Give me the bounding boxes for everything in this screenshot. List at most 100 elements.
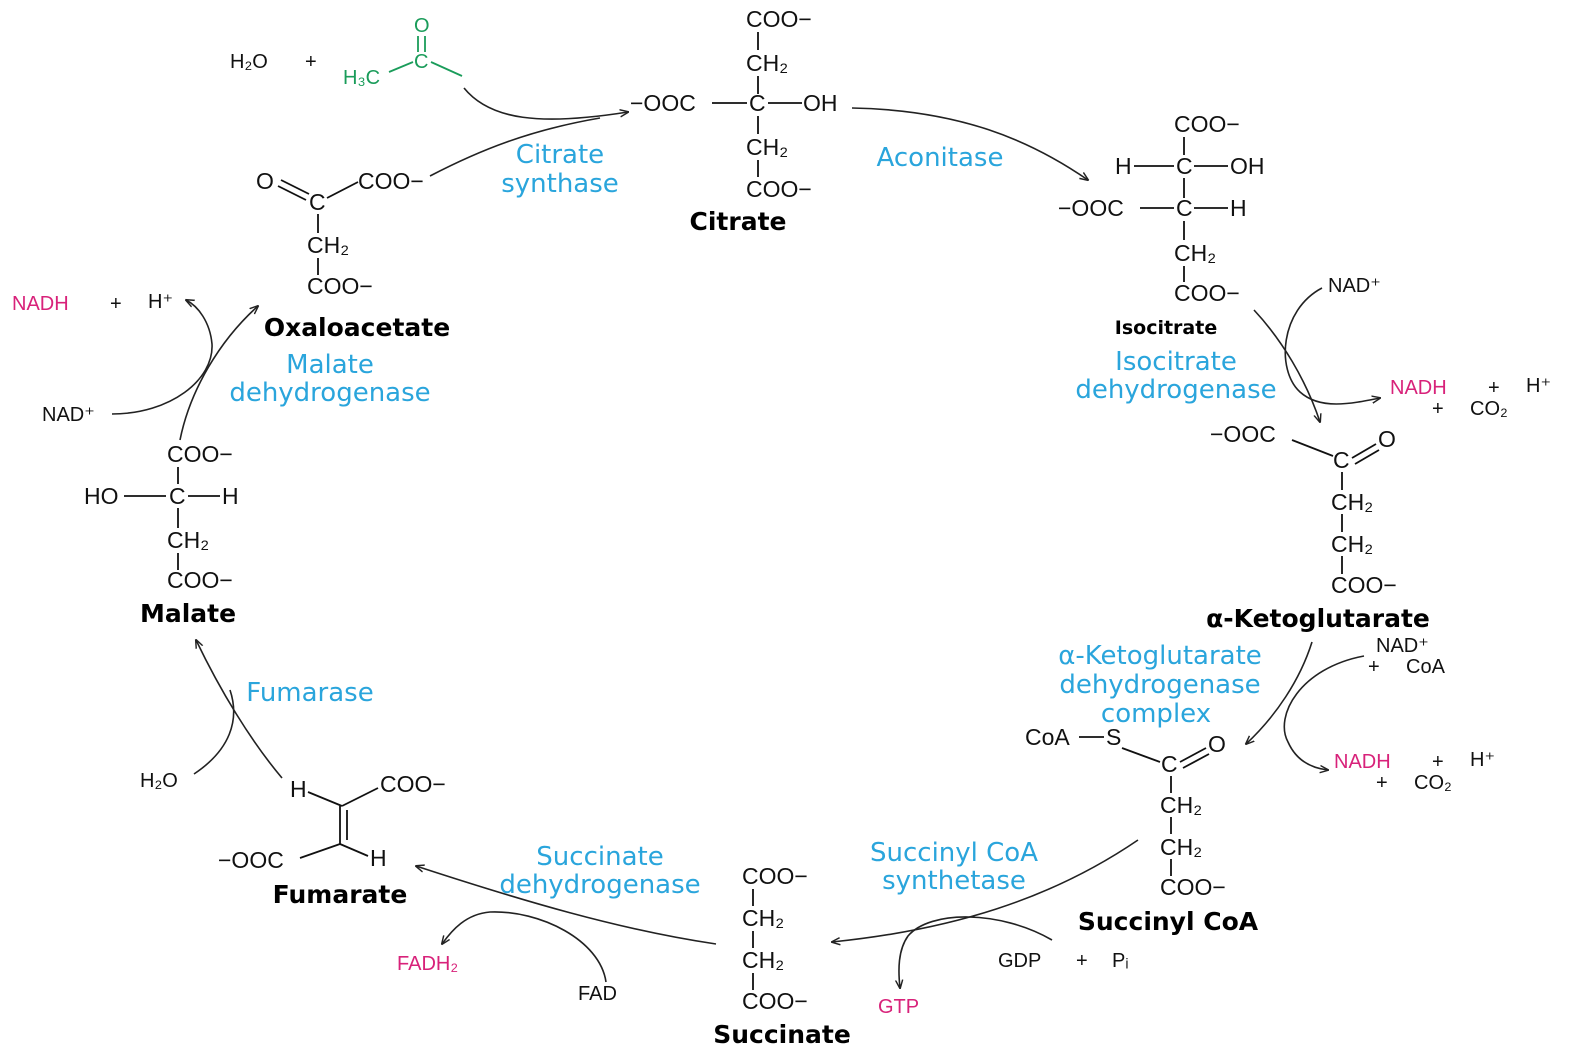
enzyme-akg-dehydrogenase-line2: dehydrogenase xyxy=(1059,670,1260,700)
fumarate-bond xyxy=(341,787,379,807)
succinyl-coa-sulfur: S xyxy=(1106,724,1121,750)
enzyme-malate-dehydrogenase-line2: dehydrogenase xyxy=(229,378,430,408)
proton-idh: H⁺ xyxy=(1526,375,1551,397)
malate-structure: COO− HO C H CH₂ COO− Malate xyxy=(84,441,239,628)
akg-bond xyxy=(1291,439,1334,457)
fumarate-ooc-left: −OOC xyxy=(218,847,284,873)
malate-ch2: CH₂ xyxy=(167,527,209,553)
enzyme-succinyl-coa-synthetase-line2: synthetase xyxy=(882,866,1026,896)
enzyme-aconitase: Aconitase xyxy=(877,143,1004,173)
akg-carbonyl-a xyxy=(1351,443,1377,459)
acetyl-coa-input: H₂O + O C H₃C xyxy=(230,15,463,89)
citrate-ooc-left: −OOC xyxy=(630,90,696,116)
oxaloacetate-ch2: CH₂ xyxy=(307,232,349,258)
akg-ooc-left: −OOC xyxy=(1210,421,1276,447)
akg-ch2-b: CH₂ xyxy=(1331,531,1373,557)
malate-h: H xyxy=(222,483,239,509)
fumarate-h-top: H xyxy=(290,776,307,802)
succinyl-coa-name: Succinyl CoA xyxy=(1078,907,1259,936)
gtp-label: GTP xyxy=(878,996,919,1018)
arrow-oxaloacetate-to-citrate xyxy=(429,117,601,177)
arrow-idh-cofactor xyxy=(1284,287,1380,405)
fumarate-structure: H COO− −OOC H Fumarate xyxy=(218,771,446,909)
akg-carbonyl-b xyxy=(1354,449,1380,465)
cofactor-labels: NAD⁺ NADH + H⁺ + CO₂ NAD⁺ + CoA NADH + H… xyxy=(12,275,1551,1018)
fumarate-name: Fumarate xyxy=(273,880,408,909)
succinyl-coa-carbon: C xyxy=(1161,751,1178,777)
succinyl-coa-ch2-a: CH₂ xyxy=(1160,792,1202,818)
isocitrate-hydroxyl: OH xyxy=(1230,153,1265,179)
citrate-center-carbon: C xyxy=(749,90,766,116)
succinate-structure: COO− CH₂ CH₂ COO− Succinate xyxy=(713,863,851,1049)
acetyl-methyl: H₃C xyxy=(343,67,380,89)
akg-oxygen: O xyxy=(1378,426,1396,452)
arrow-fad-to-fadh2 xyxy=(442,911,607,983)
plus-sign: + xyxy=(1432,398,1444,420)
oxaloacetate-coo-right: COO− xyxy=(358,168,424,194)
enzyme-succinyl-coa-synthetase-line1: Succinyl CoA xyxy=(870,838,1038,868)
isocitrate-structure: COO− H C OH −OOC C H CH₂ COO− Isocitrate xyxy=(1058,111,1265,339)
oxaloacetate-carbonyl-a xyxy=(277,185,307,201)
malate-coo-bottom: COO− xyxy=(167,567,233,593)
nad-plus-mdh: NAD⁺ xyxy=(42,404,95,426)
succinyl-coa-carbonyl-b xyxy=(1182,753,1210,769)
water-label: H₂O xyxy=(230,51,268,73)
water-fumarase: H₂O xyxy=(140,770,178,792)
oxaloacetate-name: Oxaloacetate xyxy=(264,313,450,342)
fad-label: FAD xyxy=(578,983,617,1005)
arrow-fumarate-to-malate xyxy=(196,640,283,779)
arrow-succinyl-coa-to-succinate xyxy=(832,839,1139,942)
citrate-name: Citrate xyxy=(690,207,787,236)
enzyme-isocitrate-dehydrogenase-line1: Isocitrate xyxy=(1115,347,1237,377)
plus-sign: + xyxy=(1488,377,1500,399)
oxaloacetate-carbon: C xyxy=(309,189,326,215)
fumarate-bond xyxy=(299,843,341,859)
arrow-mdh-cofactor xyxy=(111,300,213,415)
nad-plus-idh: NAD⁺ xyxy=(1328,275,1381,297)
citrate-coo-bottom: COO− xyxy=(746,176,812,202)
enzyme-citrate-synthase-line1: Citrate xyxy=(516,140,604,170)
succinyl-coa-coo-bottom: COO− xyxy=(1160,874,1226,900)
succinyl-coa-carbonyl-a xyxy=(1179,747,1207,763)
enzyme-citrate-synthase-line2: synthase xyxy=(501,169,619,199)
proton-akg: H⁺ xyxy=(1470,749,1495,771)
citrate-ch2-top: CH₂ xyxy=(746,50,788,76)
isocitrate-h-right: H xyxy=(1230,195,1247,221)
citrate-hydroxyl: OH xyxy=(803,90,838,116)
succinyl-coa-bond xyxy=(1121,747,1161,763)
arrow-succinate-to-fumarate xyxy=(416,866,717,945)
fumarate-coo-right: COO− xyxy=(380,771,446,797)
proton-mdh: H⁺ xyxy=(148,291,173,313)
nad-plus-akg: NAD⁺ xyxy=(1376,635,1429,657)
isocitrate-coo-bottom: COO− xyxy=(1174,280,1240,306)
acetyl-methyl-bond xyxy=(388,61,414,73)
arrow-akg-to-succinyl-coa xyxy=(1246,641,1313,744)
succinate-coo-top: COO− xyxy=(742,863,808,889)
acetyl-coa-bond xyxy=(430,61,463,77)
arrow-malate-to-oxaloacetate xyxy=(179,306,258,441)
fadh2-label: FADH₂ xyxy=(397,953,458,975)
enzyme-akg-dehydrogenase-line1: α-Ketoglutarate xyxy=(1058,641,1262,671)
enzyme-labels: Citrate synthase Aconitase Isocitrate de… xyxy=(229,140,1276,900)
fumarate-bond xyxy=(339,843,369,857)
acetyl-carbon: C xyxy=(414,51,428,73)
arrow-citrate-to-isocitrate xyxy=(851,107,1088,180)
isocitrate-ch2: CH₂ xyxy=(1174,240,1216,266)
alpha-ketoglutarate-name: α-Ketoglutarate xyxy=(1206,604,1430,633)
plus-sign: + xyxy=(1076,950,1088,972)
nadh-idh: NADH xyxy=(1390,377,1447,399)
phosphate-label: Pᵢ xyxy=(1112,950,1128,972)
succinyl-coa-structure: CoA S C O CH₂ CH₂ COO− Succinyl CoA xyxy=(1025,724,1259,936)
isocitrate-ooc-left: −OOC xyxy=(1058,195,1124,221)
arrow-gdp-to-gtp xyxy=(899,916,1053,988)
isocitrate-name: Isocitrate xyxy=(1115,317,1217,339)
enzyme-isocitrate-dehydrogenase-line2: dehydrogenase xyxy=(1075,375,1276,405)
plus-sign: + xyxy=(1376,772,1388,794)
coa-akg: CoA xyxy=(1406,656,1446,678)
plus-sign: + xyxy=(1432,751,1444,773)
reaction-arrows xyxy=(111,87,1380,988)
plus-sign: + xyxy=(1368,656,1380,678)
succinate-ch2-b: CH₂ xyxy=(742,947,784,973)
succinate-ch2-a: CH₂ xyxy=(742,905,784,931)
